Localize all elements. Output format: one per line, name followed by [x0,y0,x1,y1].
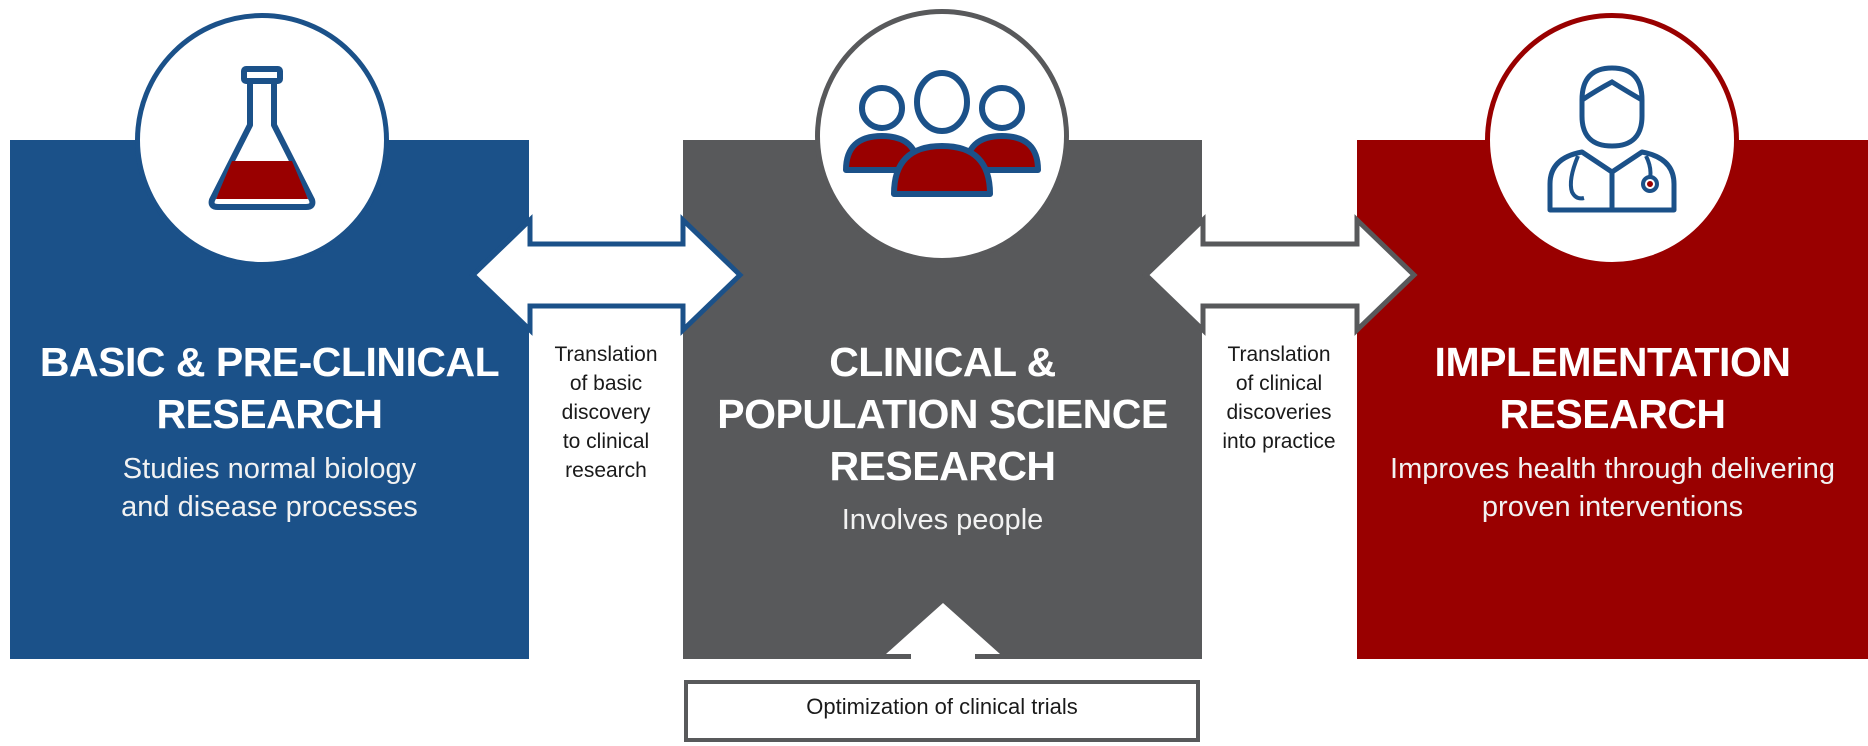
people-icon-circle [815,9,1069,263]
translation-clinical-to-practice: Translation of clinical discoveries into… [1222,343,1336,453]
basic-research-subtitle: Studies normal biology and disease proce… [121,453,418,523]
clinical-research-subtitle: Involves people [841,504,1044,536]
implementation-research-subtitle: Improves health through delivering prove… [1390,453,1835,523]
optimization-box [684,680,1200,742]
basic-research-title: BASIC & PRE-CLINICAL RESEARCH [39,339,500,437]
people-group-icon [843,70,1041,197]
doctor-icon [1547,65,1677,213]
clinical-research-panel: CLINICAL & POPULATION SCIENCE RESEARCH I… [683,140,1202,659]
implementation-research-title: IMPLEMENTATION RESEARCH [1434,339,1791,437]
flask-icon-circle [135,13,389,267]
clinical-research-title: CLINICAL & POPULATION SCIENCE RESEARCH [717,339,1168,489]
doctor-icon-circle [1485,13,1739,267]
double-arrow-clinical-implementation [1142,214,1418,336]
translation-basic-to-clinical: Translation of basic discovery to clinic… [554,343,658,482]
optimization-label: Optimization of clinical trials [806,694,1078,719]
double-arrow-basic-clinical [469,214,744,336]
flask-icon [208,66,316,210]
up-arrow-optimization [886,603,1000,684]
